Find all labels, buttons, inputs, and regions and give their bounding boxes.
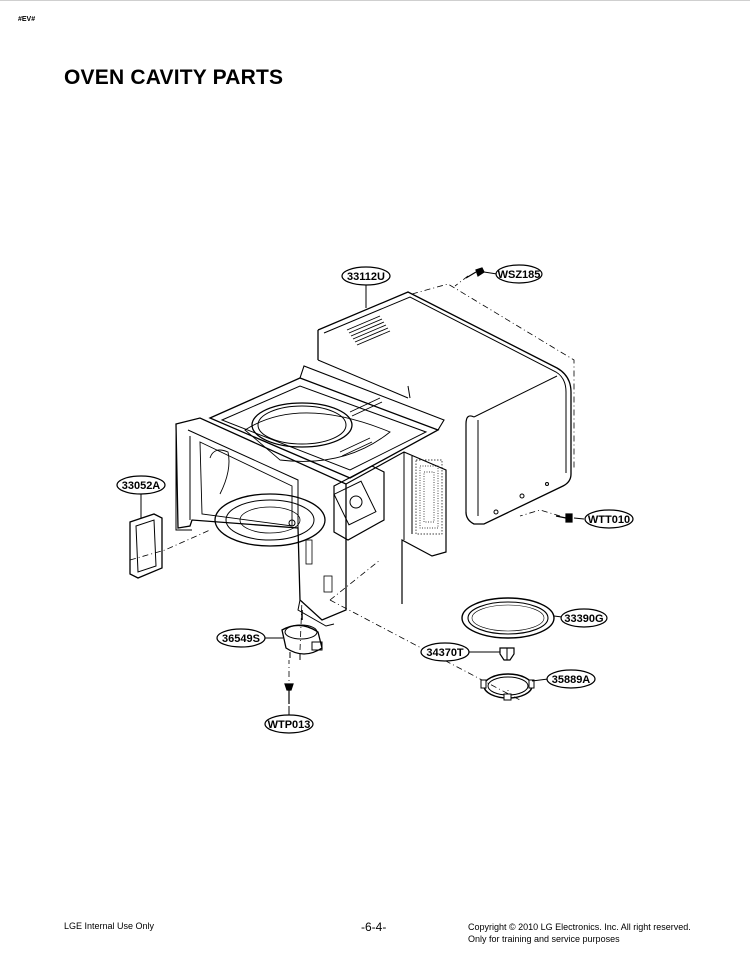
- roller-ring: [480, 673, 535, 701]
- footer-copyright-block: Copyright © 2010 LG Electronics. Inc. Al…: [468, 921, 691, 945]
- callout-33112U-oval: [341, 266, 391, 286]
- oven-cavity: [175, 365, 447, 627]
- part-label-33052A: 33052A: [122, 480, 161, 492]
- side-mesh: [415, 459, 443, 535]
- training-note: Only for training and service purposes: [468, 934, 620, 944]
- coupler: [499, 647, 515, 661]
- top-rule: [0, 0, 750, 1]
- callout-WTP013-oval: [264, 714, 314, 734]
- document-code: #EV#: [18, 16, 36, 23]
- cabinet-vent: [346, 315, 391, 346]
- part-label-WTT010: WTT010: [588, 514, 630, 526]
- waveguide-cover: [129, 513, 163, 579]
- callout-WTT010-oval: [584, 509, 634, 529]
- callout-33052A-oval: [116, 475, 166, 495]
- part-label-33112U: 33112U: [347, 271, 385, 283]
- leader-lines: [140, 271, 585, 716]
- part-label-33390G: 33390G: [564, 613, 603, 625]
- part-label-WTP013: WTP013: [268, 719, 311, 731]
- screw-wtt010: [555, 513, 573, 523]
- outer-cabinet: [317, 291, 572, 525]
- page-number: -6-4-: [361, 920, 387, 934]
- callout-33390G-oval: [560, 608, 608, 628]
- callout-WSZ185-oval: [495, 264, 543, 284]
- top-slots: [339, 397, 383, 457]
- footer-internal-note: LGE Internal Use Only: [64, 921, 155, 931]
- turntable-motor: [281, 610, 323, 660]
- callout-ovals: [116, 264, 634, 734]
- glass-tray: [461, 597, 555, 639]
- screw-wtp013: [284, 683, 294, 704]
- copyright-text: Copyright © 2010 LG Electronics. Inc. Al…: [468, 922, 691, 932]
- callout-34370T-oval: [420, 642, 470, 662]
- part-label-34370T: 34370T: [426, 647, 464, 659]
- part-label-36549S: 36549S: [222, 633, 260, 645]
- screw-wsz185: [465, 267, 485, 279]
- callout-35889A-oval: [546, 669, 596, 689]
- callout-36549S-oval: [216, 628, 266, 648]
- part-label-35889A: 35889A: [552, 674, 591, 686]
- assembly-guide-lines: [129, 275, 575, 701]
- part-label-WSZ185: WSZ185: [498, 269, 541, 281]
- page-title: OVEN CAVITY PARTS: [64, 66, 284, 89]
